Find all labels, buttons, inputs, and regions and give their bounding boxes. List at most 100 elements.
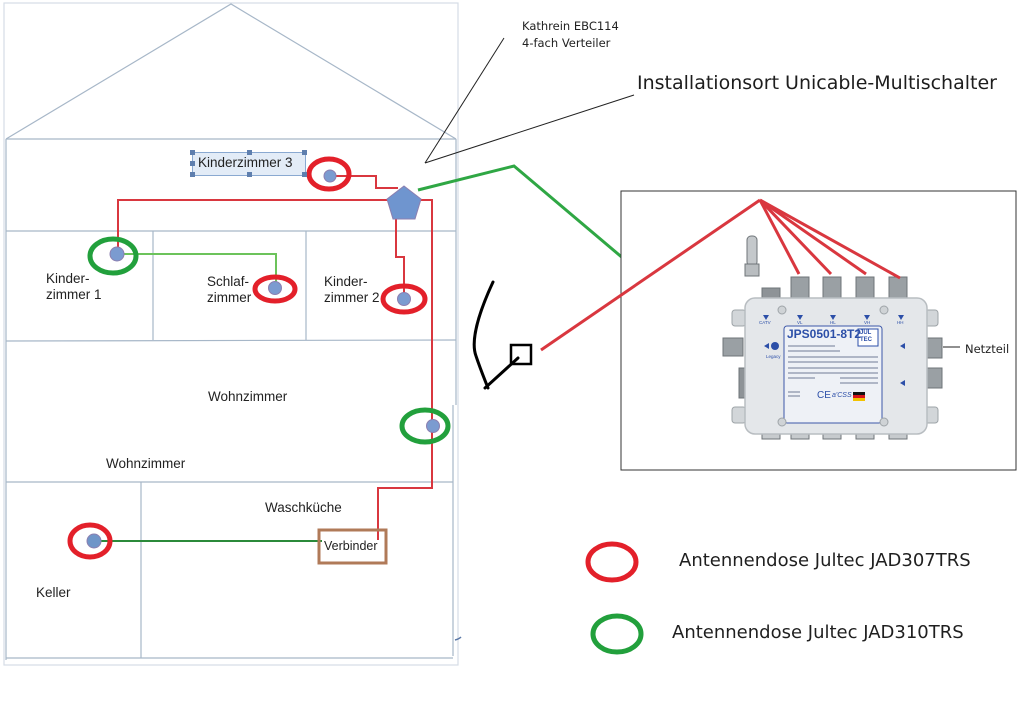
room-label-kinderzimmer-1: Kinder- zimmer 1: [46, 271, 102, 302]
screw: [879, 305, 889, 315]
connector-label: Verbinder: [324, 539, 378, 553]
room-label-schlafzimmer: Schlaf- zimmer: [207, 274, 252, 305]
legend-label-red: Antennendose Jultec JAD307TRS: [679, 550, 971, 571]
outlet-ring-red: [306, 156, 352, 192]
outlet-kz2[interactable]: [380, 283, 428, 315]
outlet-keller[interactable]: [67, 522, 113, 560]
outlet-dot: [268, 281, 282, 295]
cable-kz2: [395, 214, 405, 298]
cable-vh: [759, 198, 867, 276]
splitter-icon[interactable]: [386, 185, 422, 220]
legend-ring-red: [585, 541, 639, 583]
port-arrows: [763, 315, 905, 386]
jultec-logo-box: [857, 328, 879, 347]
multiswitch-brand: JUL TEC: [860, 330, 872, 343]
cable-vl: [758, 199, 801, 275]
flag-gold: [853, 398, 865, 401]
cable-lnb-to-junction: [540, 198, 761, 352]
resize-handle[interactable]: [302, 172, 307, 177]
leader-installation-site: [424, 94, 635, 164]
flag-black: [853, 392, 865, 395]
installation-site-label: Installationsort Unicable-Multischalter: [637, 72, 997, 94]
wall-floor-2: [5, 339, 457, 342]
screw: [879, 417, 889, 427]
port-label-hl: HL: [830, 320, 836, 325]
arrow-icon: [900, 380, 905, 386]
resize-handle[interactable]: [190, 161, 195, 166]
room-label-keller: Keller: [36, 585, 71, 600]
splitter-label: Kathrein EBC114 4-fach Verteiler: [522, 19, 619, 50]
input-a-icon: [771, 342, 779, 350]
selected-textbox-frame[interactable]: [190, 150, 307, 177]
arrow-icon: [900, 343, 905, 349]
outlet-dot: [397, 292, 411, 306]
legend-ring-green: [590, 613, 644, 655]
dish-arm: [483, 356, 520, 390]
outlet-ring-green: [87, 236, 139, 276]
outlet-kz3[interactable]: [306, 156, 352, 192]
page-border: [3, 2, 459, 666]
multiswitch-model: JPS0501-8T2: [787, 327, 862, 341]
satellite-dish-icon: [472, 280, 533, 390]
resize-handle[interactable]: [247, 172, 252, 177]
outlet-kz1[interactable]: [87, 236, 139, 276]
port-label-vl: VL: [797, 320, 803, 325]
resize-handle[interactable]: [247, 150, 252, 155]
arrow-icon: [830, 315, 836, 320]
outlet-ring-red: [252, 274, 298, 304]
tab-tl: [731, 309, 747, 327]
arrow-icon: [763, 315, 769, 320]
arrow-icon: [797, 315, 803, 320]
house-floorplan: [3, 2, 462, 666]
outlet-dot: [109, 246, 125, 262]
room-label-kinderzimmer-3[interactable]: Kinderzimmer 3: [198, 155, 293, 170]
resize-handle[interactable]: [190, 172, 195, 177]
cable-kz3: [330, 175, 398, 189]
acss-mark: a'CSS: [832, 392, 852, 399]
red-cables: [117, 175, 433, 540]
connector-box[interactable]: [317, 528, 388, 565]
outlet-ring-green: [399, 407, 451, 445]
dish-reflector: [472, 280, 495, 390]
cable-hl: [758, 198, 833, 276]
outlet-dot: [426, 419, 440, 433]
roof: [5, 3, 457, 140]
outlet-ring-red: [67, 522, 113, 560]
room-label-wohnzimmer-upper: Wohnzimmer: [208, 389, 288, 404]
lnb-box: [509, 343, 533, 366]
arrow-icon: [864, 315, 870, 320]
screw: [777, 417, 787, 427]
resize-handle[interactable]: [190, 150, 195, 155]
red-cables-multiswitch: [540, 198, 901, 352]
outlet-schlafzimmer[interactable]: [252, 274, 298, 304]
port-label-hh: HH: [897, 320, 904, 325]
multiswitch-device[interactable]: [722, 235, 943, 440]
arrow-icon: [764, 343, 769, 349]
port-left-input: [722, 337, 744, 357]
resize-handle[interactable]: [302, 150, 307, 155]
screw: [777, 305, 787, 315]
legacy-label: Legacy: [766, 354, 781, 359]
room-label-kinderzimmer-2: Kinder- zimmer 2: [324, 274, 380, 305]
outlet-dot: [323, 169, 337, 183]
cable-kz1-schlaf: [117, 253, 277, 288]
power-supply-label: Netzteil: [965, 342, 1010, 356]
terminator-cap: [746, 235, 758, 267]
legend-label-green: Antennendose Jultec JAD310TRS: [672, 622, 964, 643]
cable-hh: [759, 198, 901, 280]
flag-red: [853, 395, 865, 398]
outlet-dot: [86, 533, 102, 549]
anchor-mark: [454, 636, 462, 641]
outlets: [67, 156, 451, 560]
label-fine-print: [788, 345, 878, 397]
terminator-nut: [744, 263, 760, 277]
arrow-icon: [898, 315, 904, 320]
leader-splitter: [424, 37, 505, 164]
port-label-catv: CATV: [759, 320, 771, 325]
tab-bl: [731, 406, 747, 424]
ce-mark: CE: [817, 390, 831, 401]
outlet-ring-red: [380, 283, 428, 315]
annotation-lines: [424, 37, 635, 164]
outlet-wohnzimmer[interactable]: [399, 407, 451, 445]
